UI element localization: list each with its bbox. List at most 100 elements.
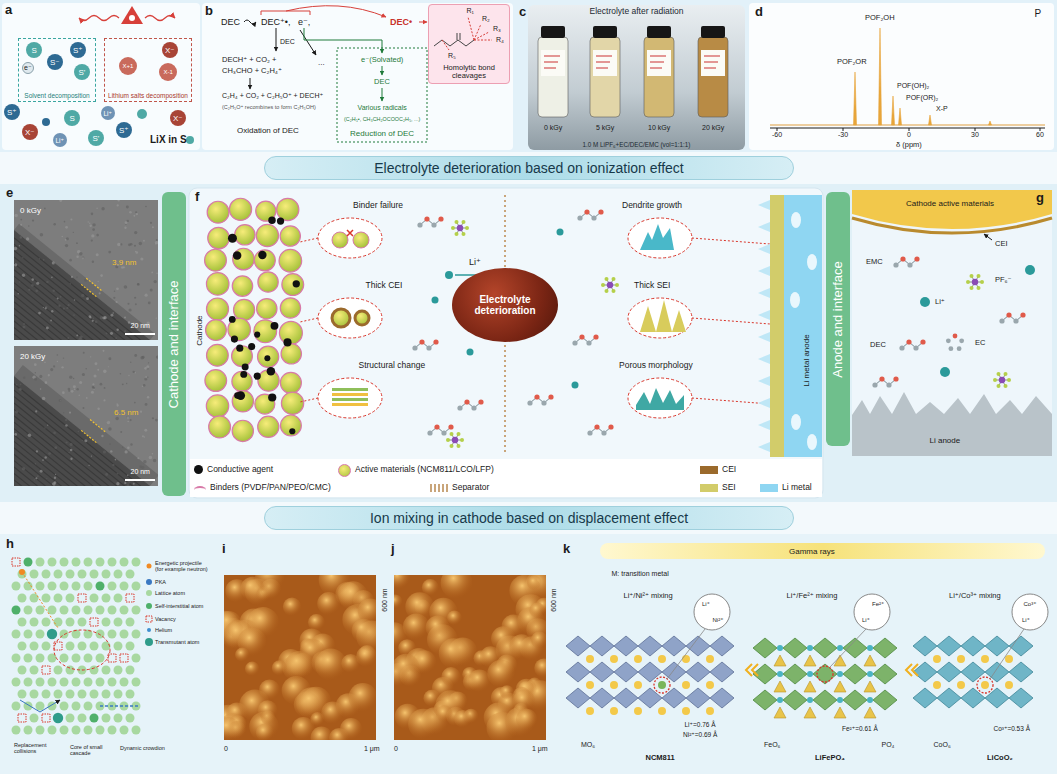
noise: [106, 332, 108, 334]
li-site: [867, 697, 873, 703]
figure-label: -30: [838, 131, 848, 139]
lattice-atom: [42, 618, 51, 627]
lattice-atom: [84, 654, 93, 663]
noise: [122, 447, 124, 449]
conductive-agent: [277, 217, 284, 224]
noise: [71, 390, 74, 393]
vial-tag: [647, 50, 671, 76]
noise: [63, 308, 65, 310]
noise: [92, 386, 95, 389]
lattice-fringe: [14, 467, 154, 486]
lattice-atom: [30, 594, 39, 603]
figure-label: Li metal anode: [802, 334, 811, 386]
pf6-ligand: [446, 438, 450, 442]
active-particle: [232, 371, 252, 391]
lattice-atom: [42, 642, 51, 651]
noise: [134, 402, 136, 404]
callout-ellipse: [628, 298, 692, 338]
noise: [144, 377, 147, 380]
lattice-atom: [120, 630, 129, 639]
layered-structure: [332, 393, 368, 396]
noise: [28, 289, 30, 291]
afm-grain: [348, 683, 376, 712]
octahedron: [873, 664, 897, 684]
active-particle: [280, 226, 300, 246]
lattice-atom: [12, 582, 21, 591]
noise: [22, 274, 25, 277]
lattice-atom: [90, 714, 99, 723]
dec-molecule: [906, 339, 911, 344]
solvent-molecule: [893, 376, 898, 381]
noise: [43, 259, 45, 261]
active-particle: [235, 225, 255, 245]
emc-molecule: [896, 259, 917, 265]
noise: [145, 294, 148, 297]
vacancy: [78, 594, 86, 602]
li-site: [837, 697, 843, 703]
noise: [78, 338, 81, 340]
conductive-agent: [267, 367, 276, 376]
lattice-atom: [72, 606, 81, 615]
panel-letter: g: [1036, 191, 1044, 206]
noise: [79, 381, 82, 384]
bottom-band: [0, 534, 1057, 774]
noise: [14, 214, 18, 218]
active-particle: [234, 299, 255, 320]
solvent-molecule: [575, 337, 596, 343]
afm-grain: [285, 651, 313, 679]
noise: [110, 314, 113, 317]
emc-molecule: [900, 256, 905, 261]
octahedron: [710, 688, 734, 708]
arrow: [382, 88, 383, 101]
atom: [186, 136, 194, 144]
figure-label: R₅: [448, 52, 456, 60]
solvent-molecule: [886, 382, 891, 387]
radiation-wave: [145, 16, 175, 21]
lattice-fringe: [14, 276, 154, 340]
noise: [92, 383, 94, 385]
lattice-atom: [54, 570, 63, 579]
pf6-center: [999, 377, 1005, 383]
noise: [66, 441, 68, 443]
lattice-fringe: [14, 302, 154, 340]
scale-bar: [125, 333, 155, 335]
mixing-site: [654, 677, 670, 693]
callout-label: Porous morphology: [617, 361, 695, 371]
vacancy: [120, 654, 128, 662]
noise: [78, 395, 80, 397]
lattice-atom: [12, 678, 21, 687]
noise: [19, 388, 22, 391]
octahedron: [590, 636, 614, 656]
afm-grain: [468, 669, 491, 692]
afm-grain: [296, 687, 327, 718]
li-site: [837, 645, 843, 651]
lattice-atom: [72, 726, 81, 735]
noise: [142, 435, 144, 437]
noise: [79, 252, 83, 256]
lattice-atom: [78, 570, 87, 579]
figure-label: C₂H₄ + CO₂ + C₂H₅O⁺ + DECH⁺: [222, 92, 323, 100]
lattice-atom: [84, 558, 93, 567]
afm-grain: [224, 717, 240, 740]
dendrite: [640, 224, 674, 250]
vacancy: [90, 618, 98, 626]
lattice-atom: [36, 678, 45, 687]
arrow: [304, 28, 382, 53]
noise: [154, 280, 157, 283]
figure-label: Ni²⁺: [713, 617, 724, 624]
legend-item: SEI: [700, 483, 736, 493]
lattice-atom: [66, 690, 75, 699]
li-site: [1005, 681, 1013, 689]
li-site: [981, 681, 989, 689]
solvent-molecule: [572, 340, 577, 345]
noise: [94, 362, 97, 365]
afm-ground: [394, 575, 546, 740]
noise: [38, 312, 41, 315]
figure-label: S⁺: [119, 126, 129, 135]
noise: [45, 307, 47, 309]
li-pore: [791, 414, 801, 430]
leader-line: [830, 629, 866, 667]
noise: [20, 224, 22, 226]
noise: [116, 482, 119, 485]
